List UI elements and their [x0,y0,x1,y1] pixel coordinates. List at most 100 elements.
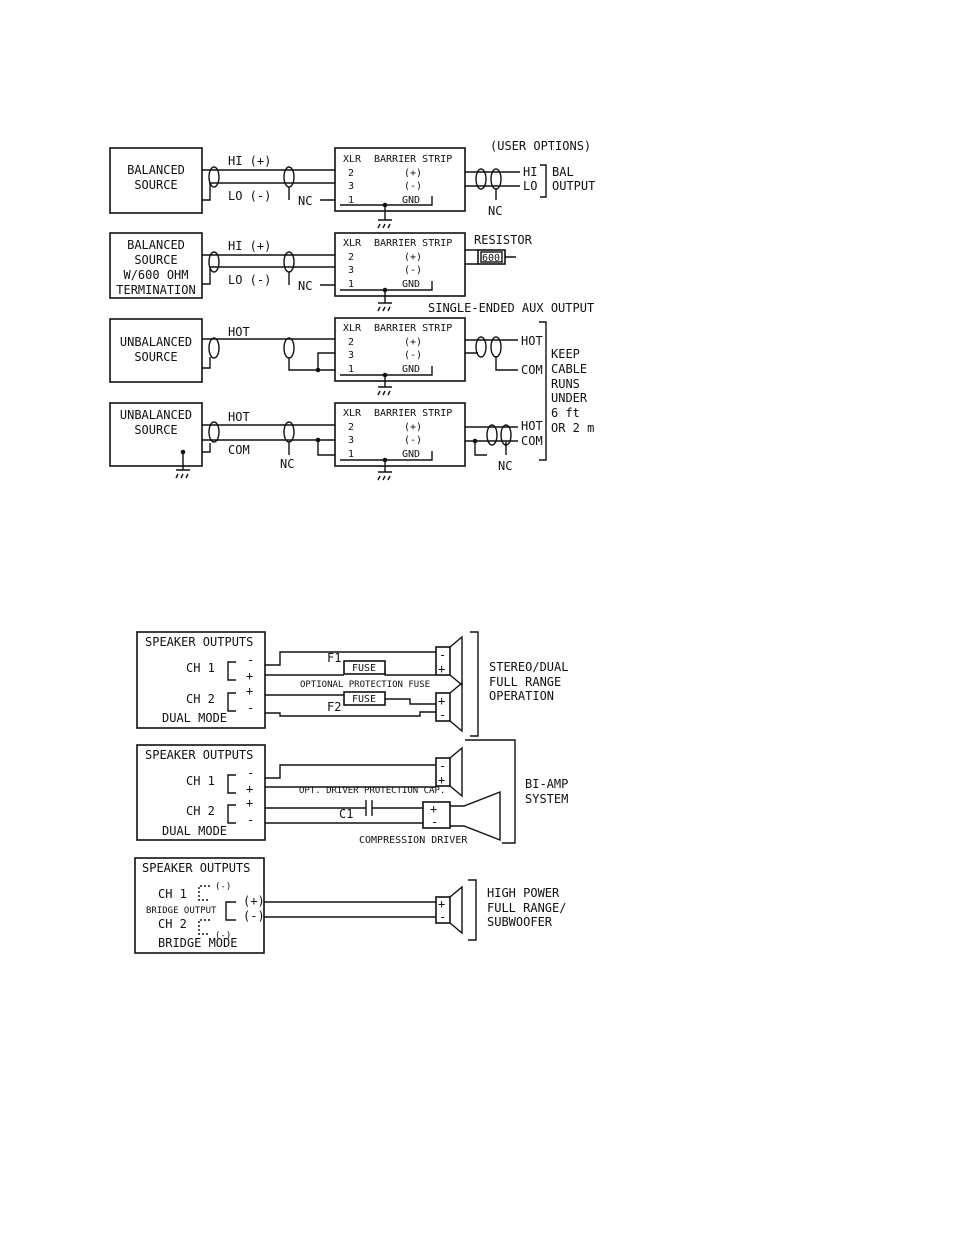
com-label: COM [228,443,250,457]
source-label: UNBALANCED [120,408,192,422]
mode-label: DUAL MODE [162,824,227,838]
input-row-balanced: BALANCED SOURCE HI (+) LO (-) NC XLR BAR… [109,147,595,229]
plus-label: + [246,782,253,796]
resistor-value: 600 [482,253,500,264]
speaker-section-stereo: SPEAKER OUTPUTS CH 1 CH 2 - + + - DUAL M… [136,631,568,737]
plus-label: (+) [404,252,422,263]
nc-label: NC [498,459,512,473]
keep-note-line: UNDER [551,391,588,405]
capacitor-icon [365,800,373,816]
f1-label: F1 [327,651,341,665]
keep-note-line: RUNS [551,377,580,391]
hi-label: HI (+) [228,239,271,253]
pin-label: 2 [348,422,354,433]
pin-label: 3 [348,265,354,276]
f2-label: F2 [327,700,341,714]
plus-label: + [438,773,445,787]
plus-label: + [438,662,445,676]
shield-icon [208,251,220,273]
mode-label: DUAL MODE [162,711,227,725]
minus-label: (-) [404,350,422,361]
com-out-label: COM [521,363,543,377]
lo-out-label: LO [523,179,537,193]
user-options-label: (USER OPTIONS) [490,139,591,153]
terminal-icon [227,774,236,824]
pin-label: 1 [348,449,354,460]
plus-label: (+) [404,337,422,348]
keep-cable-note: KEEP CABLE RUNS UNDER 6 ft OR 2 m [539,321,594,461]
section-label-line: OPERATION [489,689,554,703]
source-label: SOURCE [134,350,177,364]
pin-label: 2 [348,252,354,263]
minus-label: - [247,766,254,780]
fuse-label: FUSE [352,694,376,705]
terminal-icon [225,901,236,921]
fuse [343,691,386,706]
lo-label: LO (-) [228,189,271,203]
barrier-strip-label: BARRIER STRIP [374,408,452,419]
shield-icon [490,336,502,358]
nc-label: NC [298,279,312,293]
gnd-label: GND [402,195,420,206]
hot-out-label: HOT [521,334,543,348]
barrier-strip-label: BARRIER STRIP [374,323,452,334]
plus-label: + [438,694,445,708]
gnd-label: GND [402,449,420,460]
section-label-line: FULL RANGE/ [487,901,566,915]
pin-label: 1 [348,279,354,290]
gnd-label: GND [402,364,420,375]
hot-label: HOT [228,325,250,339]
balanced-600-source-box [109,232,203,299]
minus-label: - [439,708,446,722]
ch2-label: CH 2 [186,804,215,818]
bal-label: BAL [552,165,574,179]
keep-note-line: 6 ft [551,406,580,420]
pin-label: 2 [348,168,354,179]
section-label-line: HIGH POWER [487,886,560,900]
minus-label: - [431,815,438,829]
source-label: BALANCED [127,238,185,252]
shield-icon [208,421,220,443]
source-label: SOURCE [134,253,177,267]
source-label: TERMINATION [116,283,195,297]
single-ended-label: SINGLE-ENDED AUX OUTPUT [428,301,594,315]
mode-label: BRIDGE MODE [158,936,237,950]
hi-label: HI (+) [228,154,271,168]
minus-label: (-) [404,265,422,276]
output-label: OUTPUT [552,179,595,193]
c1-label: C1 [339,807,353,821]
nc-label: NC [280,457,294,471]
source-label: W/600 OHM [123,268,188,282]
com-out-label: COM [521,434,543,448]
plus-label: + [246,669,253,683]
speaker-icon: - + [435,746,463,798]
pin-label: 2 [348,337,354,348]
input-row-unbalanced-1: UNBALANCED SOURCE HOT XLR BARRIER STRIP … [109,317,543,396]
plus-label: (+) [404,422,422,433]
plus-label: (+) [243,894,265,908]
xlr-label: XLR [343,323,362,334]
speaker-section-biamp: SPEAKER OUTPUTS CH 1 CH 2 - + + - DUAL M… [136,739,568,846]
bridge-output-label: BRIDGE OUTPUT [146,906,217,916]
pin-label: 3 [348,350,354,361]
xlr-label: XLR [343,154,362,165]
shield-icon [486,424,498,446]
speaker-outputs-box [136,631,266,729]
plus-label: + [246,796,253,810]
barrier-strip-box [334,317,466,382]
barrier-strip-box [334,402,466,467]
minus-label: - [439,648,446,662]
keep-note-line: OR 2 m [551,421,594,435]
speaker-section-bridge: SPEAKER OUTPUTS CH 1 CH 2 BRIDGE OUTPUT … [134,857,566,954]
ch2-label: CH 2 [186,692,215,706]
ch2-label: CH 2 [158,917,187,931]
section-label-line: SYSTEM [525,792,568,806]
speaker-outputs-label: SPEAKER OUTPUTS [145,748,253,762]
speaker-icon: + - [435,681,463,733]
fuse [343,660,386,675]
xlr-label: XLR [343,408,362,419]
shield-icon [208,337,220,359]
section-label-line: SUBWOOFER [487,915,553,929]
speaker-outputs-box [136,744,266,841]
speaker-icon: + - [435,885,463,935]
